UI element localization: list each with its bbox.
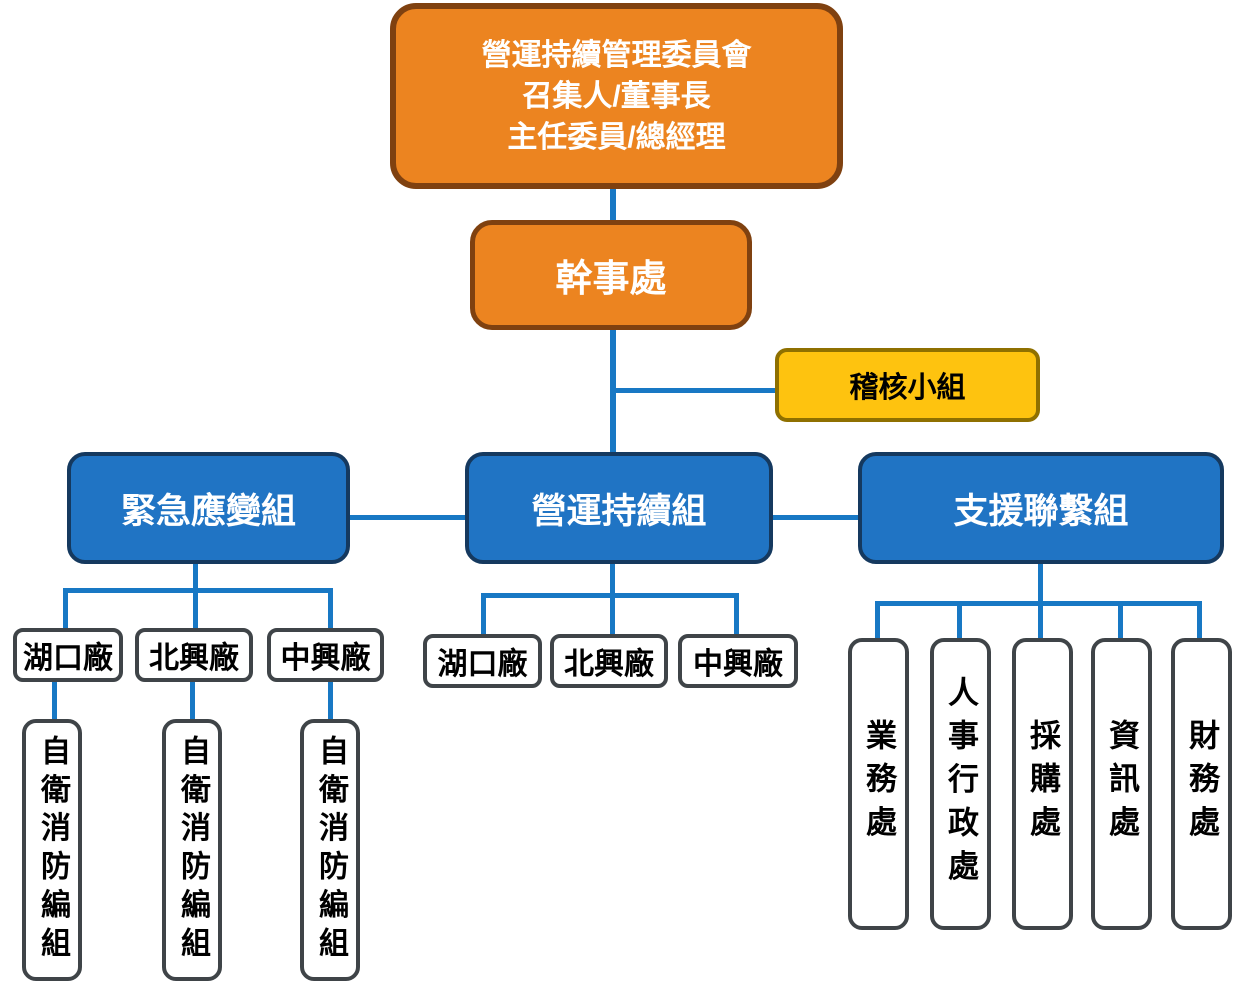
- secretariat-box: 幹事處: [470, 220, 752, 330]
- continuity-plant-hukou-box: 湖口廠: [423, 634, 542, 688]
- fire-brigade-label-2: 自衛消防編組: [176, 734, 209, 966]
- connector-emergency-bar: [63, 588, 333, 593]
- connector-support-drop-4: [1118, 601, 1123, 640]
- fire-brigade-label-1: 自衛消防編組: [36, 734, 69, 966]
- continuity-plant-beixing-label: 北興廠: [564, 648, 654, 681]
- connector-support-stem: [1038, 562, 1043, 604]
- connector-continuity-stem: [610, 562, 615, 596]
- dept-finance-label: 財務處: [1184, 718, 1219, 850]
- connector-emergency-drop-3: [328, 588, 333, 630]
- dept-hr-admin-label: 人事行政處: [943, 675, 978, 893]
- business-continuity-team-label: 營運持續組: [531, 491, 707, 531]
- committee-convener: 召集人/董事長: [522, 79, 711, 113]
- connector-committee-secretariat: [610, 189, 616, 223]
- emergency-plant-zhongxing-label: 中興廠: [280, 642, 371, 675]
- committee-box: 營運持續管理委員會 召集人/董事長 主任委員/總經理: [390, 3, 843, 189]
- fire-brigade-box-3: 自衛消防編組: [300, 719, 360, 981]
- connector-continuity-drop-3: [734, 593, 739, 636]
- connector-emergency-stem: [193, 562, 198, 590]
- continuity-plant-hukou-label: 湖口廠: [437, 648, 528, 681]
- support-liaison-team-label: 支援聯繫組: [953, 491, 1129, 531]
- connector-continuity-drop-2: [610, 593, 615, 636]
- connector-support-drop-1: [875, 601, 880, 640]
- connector-emergency-drop-2: [193, 588, 198, 630]
- emergency-plant-beixing-box: 北興廠: [135, 628, 253, 682]
- dept-finance-box: 財務處: [1171, 638, 1232, 930]
- connector-support-drop-2: [957, 601, 962, 640]
- emergency-plant-beixing-label: 北興廠: [149, 642, 239, 675]
- emergency-plant-hukou-box: 湖口廠: [13, 628, 123, 682]
- fire-brigade-box-1: 自衛消防編組: [22, 719, 82, 981]
- dept-business-box: 業務處: [848, 638, 909, 930]
- emergency-response-team-label: 緊急應變組: [120, 491, 296, 531]
- continuity-plant-beixing-box: 北興廠: [550, 634, 668, 688]
- dept-it-label: 資訊處: [1104, 718, 1139, 850]
- audit-team-box: 稽核小組: [775, 348, 1040, 422]
- connector-fire-stem-2: [190, 680, 195, 721]
- fire-brigade-box-2: 自衛消防編組: [162, 719, 222, 981]
- connector-fire-stem-3: [328, 680, 333, 721]
- connector-continuity-support-link: [771, 515, 861, 520]
- connector-support-drop-3: [1038, 601, 1043, 640]
- emergency-plant-zhongxing-box: 中興廠: [267, 628, 384, 682]
- dept-procurement-box: 採購處: [1012, 638, 1073, 930]
- connector-support-drop-5: [1197, 601, 1202, 640]
- continuity-plant-zhongxing-box: 中興廠: [678, 634, 798, 688]
- secretariat-label: 幹事處: [555, 258, 667, 299]
- emergency-plant-hukou-label: 湖口廠: [23, 642, 113, 675]
- committee-chair: 主任委員/總經理: [507, 120, 726, 154]
- connector-fire-stem-1: [52, 680, 57, 721]
- audit-team-label: 稽核小組: [849, 372, 966, 404]
- dept-hr-admin-box: 人事行政處: [930, 638, 991, 930]
- dept-business-label: 業務處: [861, 718, 896, 850]
- connector-continuity-drop-1: [481, 593, 486, 636]
- dept-procurement-label: 採購處: [1025, 718, 1060, 850]
- connector-emergency-drop-1: [63, 588, 68, 630]
- fire-brigade-label-3: 自衛消防編組: [314, 734, 347, 966]
- dept-it-box: 資訊處: [1091, 638, 1152, 930]
- support-liaison-team-box: 支援聯繫組: [858, 452, 1224, 564]
- connector-emergency-continuity-link: [348, 515, 468, 520]
- committee-title: 營運持續管理委員會: [481, 38, 752, 72]
- continuity-plant-zhongxing-label: 中興廠: [693, 648, 783, 681]
- emergency-response-team-box: 緊急應變組: [67, 452, 350, 564]
- connector-audit-branch: [610, 388, 778, 393]
- business-continuity-team-box: 營運持續組: [465, 452, 773, 564]
